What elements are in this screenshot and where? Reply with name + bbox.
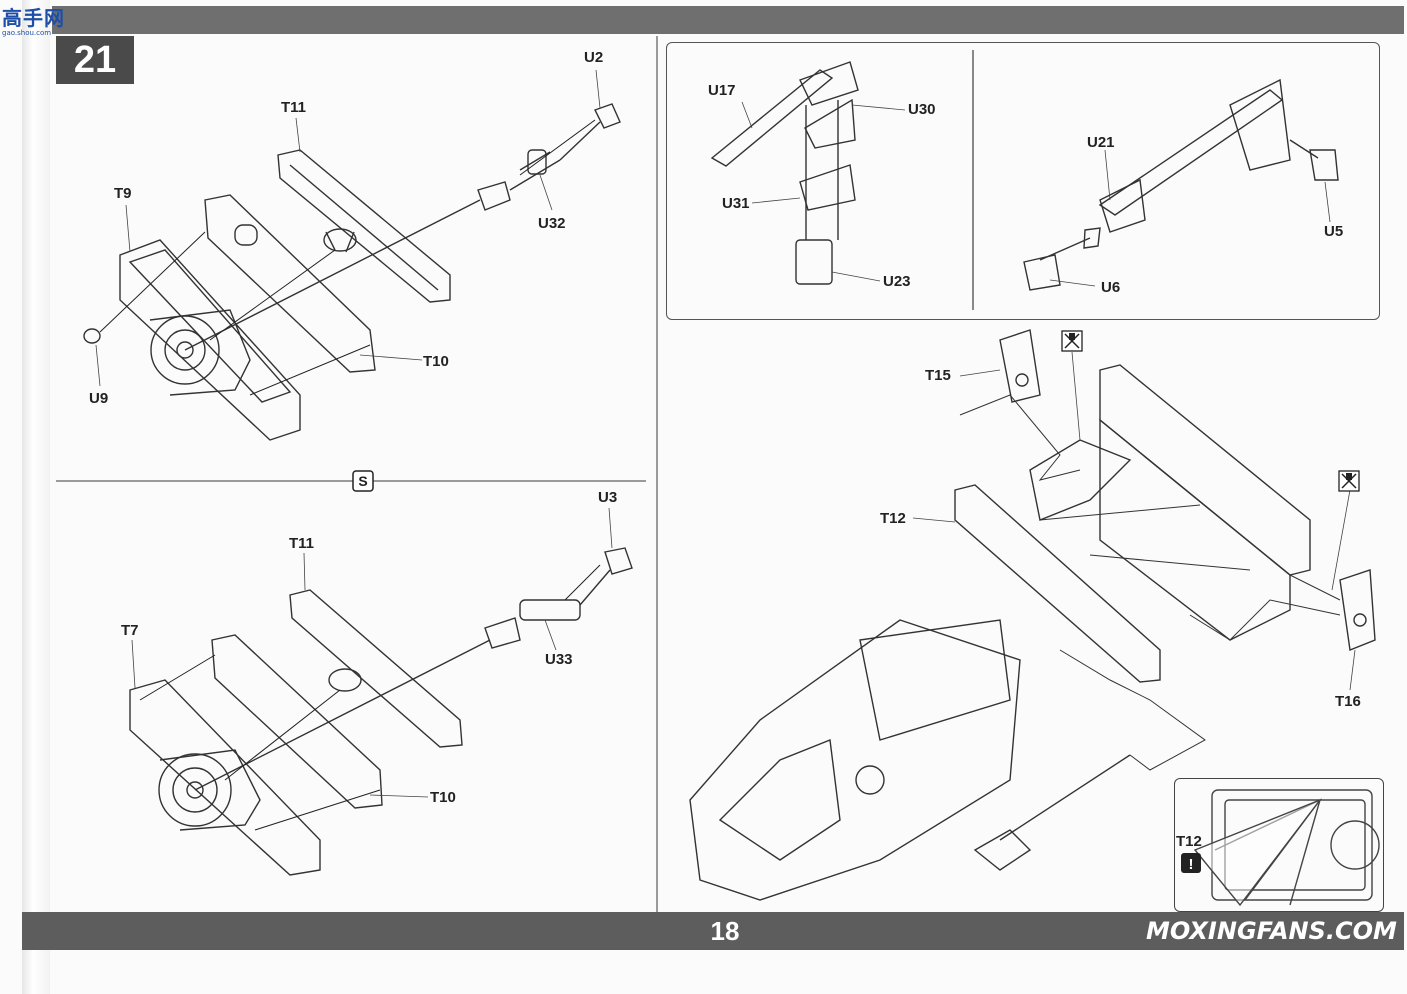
page-number: 18 bbox=[710, 916, 740, 946]
no-glue-icon bbox=[1338, 470, 1360, 492]
label-t9: T9 bbox=[114, 185, 132, 202]
row-divider bbox=[56, 480, 646, 482]
label-t16: T16 bbox=[1335, 693, 1361, 710]
label-u5: U5 bbox=[1324, 223, 1344, 240]
detail-content bbox=[1193, 789, 1380, 907]
label-u21: U21 bbox=[1087, 134, 1115, 151]
label-u3: U3 bbox=[598, 489, 618, 506]
bottom-left-assembly bbox=[129, 547, 633, 876]
inset-divider bbox=[972, 50, 974, 310]
label-u9: U9 bbox=[89, 390, 109, 407]
detail-inset bbox=[1174, 778, 1384, 912]
label-t15: T15 bbox=[925, 367, 951, 384]
top-left-assembly bbox=[83, 103, 621, 441]
label-u23: U23 bbox=[883, 273, 911, 290]
label-u31: U31 bbox=[722, 195, 750, 212]
no-glue-icon bbox=[1061, 330, 1083, 352]
bottom-bar bbox=[22, 912, 1404, 950]
s-variant-icon: S bbox=[352, 470, 374, 492]
label-t12: T12 bbox=[880, 510, 906, 527]
svg-text:!: ! bbox=[1189, 856, 1194, 873]
logo-url: gao.shou.com bbox=[2, 29, 52, 37]
sub-assembly-inset bbox=[666, 42, 1380, 320]
label-t11: T11 bbox=[289, 535, 315, 552]
logo-text: 高手网 bbox=[2, 6, 65, 30]
label-u33: U33 bbox=[545, 651, 573, 668]
top-bar bbox=[52, 6, 1404, 34]
caution-icon: ! bbox=[1181, 853, 1201, 873]
svg-text:S: S bbox=[358, 473, 367, 489]
label-t10: T10 bbox=[423, 353, 449, 370]
label-t11: T11 bbox=[281, 99, 307, 116]
main-right-assembly bbox=[689, 329, 1376, 901]
column-divider bbox=[656, 36, 658, 912]
step-number: 21 bbox=[56, 36, 134, 84]
label-u30: U30 bbox=[908, 101, 936, 118]
site-logo: 高手网 gao.shou.com bbox=[2, 2, 82, 37]
label-u17: U17 bbox=[708, 82, 736, 99]
label-u6: U6 bbox=[1101, 279, 1121, 296]
watermark: MOXINGFANS.COM bbox=[1146, 917, 1397, 945]
label-detail-t12: T12 bbox=[1176, 833, 1202, 850]
inset-right-assembly bbox=[1023, 78, 1339, 291]
inset-left-assembly bbox=[710, 61, 859, 285]
label-u32: U32 bbox=[538, 215, 566, 232]
label-t7: T7 bbox=[121, 622, 139, 639]
binding-edge bbox=[22, 0, 50, 994]
label-t10: T10 bbox=[430, 789, 456, 806]
label-u2: U2 bbox=[584, 49, 604, 66]
